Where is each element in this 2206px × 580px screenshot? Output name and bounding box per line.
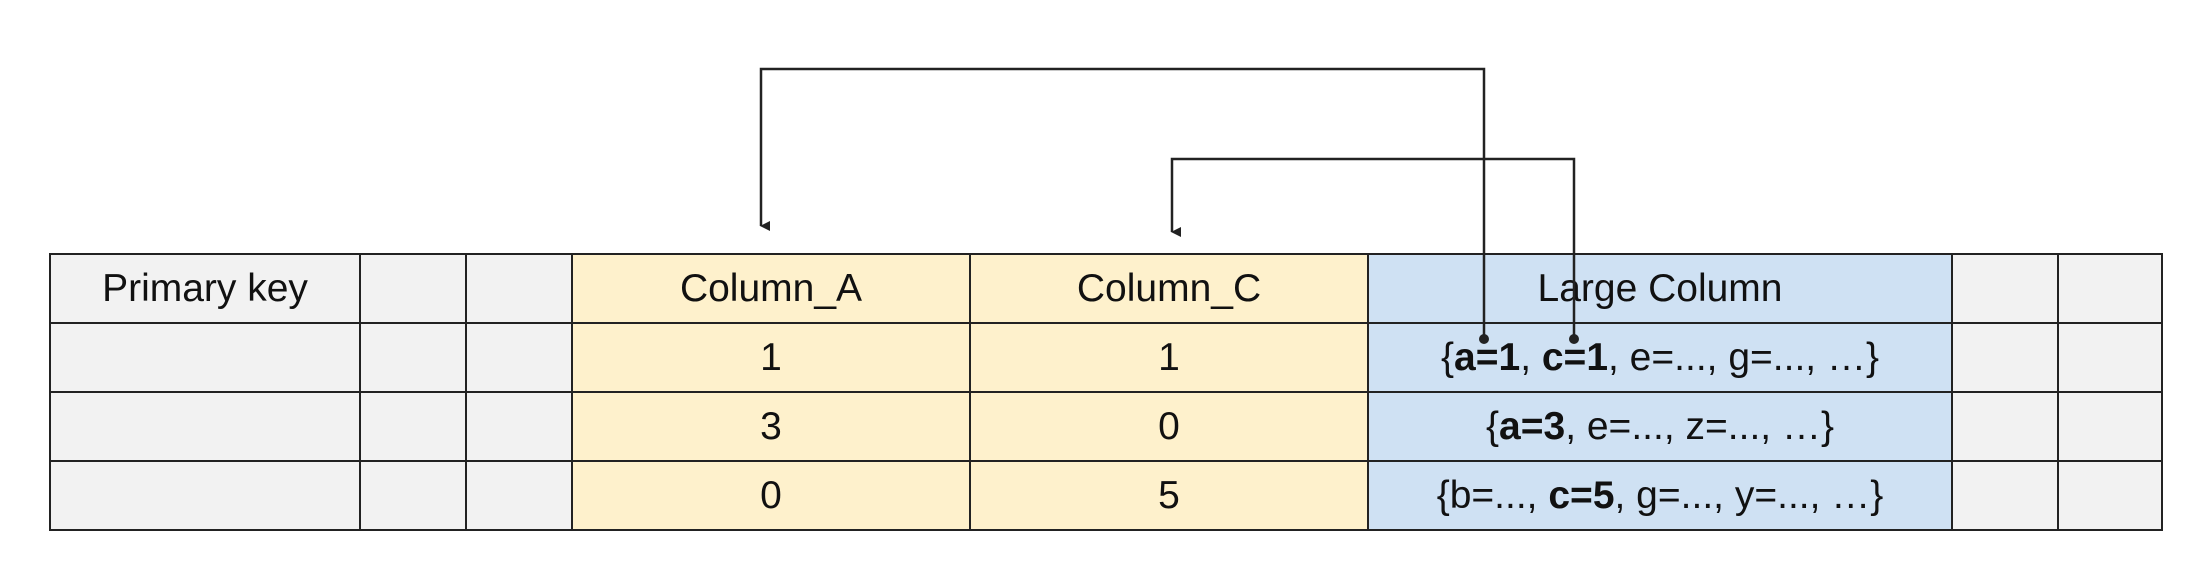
blank-cell (465, 391, 573, 462)
key-value-text: , e=..., z=..., …} (1565, 404, 1834, 448)
table-row: 3 0 {a=3, e=..., z=..., …} (49, 391, 2163, 462)
large-column-cell: {a=3, e=..., z=..., …} (1367, 391, 1953, 462)
column-c-cell: 1 (969, 322, 1369, 393)
blank-cell (2057, 391, 2163, 462)
header-column-a: Column_A (571, 253, 971, 324)
blank-cell (465, 322, 573, 393)
blank-cell (359, 391, 467, 462)
blank-cell (2057, 322, 2163, 393)
large-column-cell: {b=..., c=5, g=..., y=..., …} (1367, 460, 1953, 531)
column-a-cell: 1 (571, 322, 971, 393)
header-blank-2 (465, 253, 573, 324)
data-table: Primary key Column_A Column_C Large Colu… (49, 253, 2163, 531)
column-c-cell: 5 (969, 460, 1369, 531)
blank-cell (1951, 460, 2059, 531)
key-value-highlight: c=5 (1548, 473, 1615, 517)
key-value-text: { (1486, 404, 1500, 448)
header-blank-1 (359, 253, 467, 324)
blank-cell (2057, 460, 2163, 531)
header-blank-4 (2057, 253, 2163, 324)
key-value-highlight: c=1 (1541, 335, 1609, 379)
header-row: Primary key Column_A Column_C Large Colu… (49, 253, 2163, 324)
column-a-cell: 3 (571, 391, 971, 462)
key-value-highlight: a=3 (1499, 404, 1566, 448)
blank-cell (1951, 391, 2059, 462)
blank-cell (465, 460, 573, 531)
header-primary-key: Primary key (49, 253, 361, 324)
primary-key-cell (49, 322, 361, 393)
key-value-highlight: a=1 (1454, 335, 1521, 379)
large-column-cell: {a=1, c=1, e=..., g=..., …} (1367, 322, 1953, 393)
primary-key-cell (49, 391, 361, 462)
key-value-text: , e=..., g=..., …} (1608, 335, 1879, 379)
blank-cell (1951, 322, 2059, 393)
column-a-cell: 0 (571, 460, 971, 531)
key-value-text: , g=..., y=..., …} (1614, 473, 1884, 517)
table-row: 1 1 {a=1, c=1, e=..., g=..., …} (49, 322, 2163, 393)
key-value-text: , (1520, 335, 1542, 379)
table-row: 0 5 {b=..., c=5, g=..., y=..., …} (49, 460, 2163, 531)
header-large-column: Large Column (1367, 253, 1953, 324)
key-value-text: {b=..., (1436, 473, 1549, 517)
header-column-c: Column_C (969, 253, 1369, 324)
column-c-cell: 0 (969, 391, 1369, 462)
blank-cell (359, 460, 467, 531)
blank-cell (359, 322, 467, 393)
primary-key-cell (49, 460, 361, 531)
header-blank-3 (1951, 253, 2059, 324)
key-value-text: { (1441, 335, 1455, 379)
